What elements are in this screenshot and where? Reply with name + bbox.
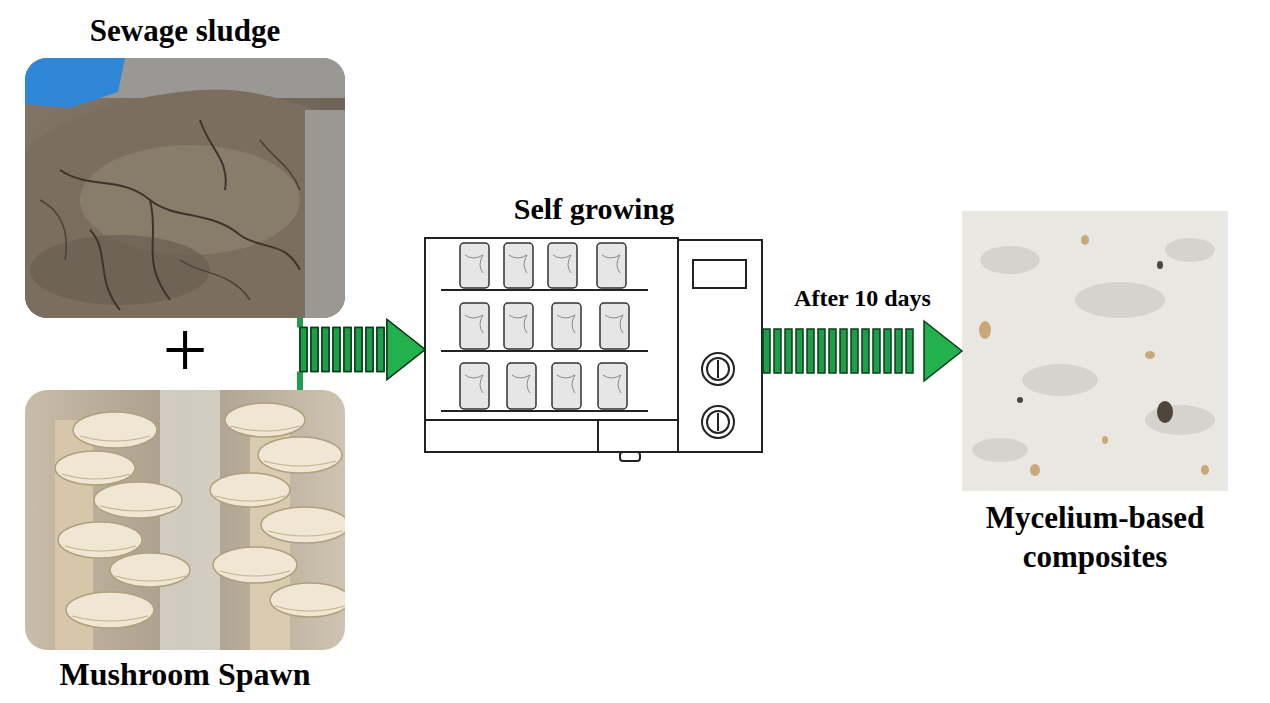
arrow-stripe xyxy=(322,328,329,372)
arrow-stripe xyxy=(355,328,362,372)
arrow-stripe xyxy=(344,328,351,372)
node-heading: Mushroom Spawn xyxy=(59,654,310,694)
composite-texture xyxy=(972,238,1215,462)
arrow-stripe xyxy=(862,329,869,373)
composite-dark-specks xyxy=(1017,261,1173,423)
arrow-head xyxy=(924,321,962,381)
jar-content xyxy=(465,255,623,393)
arrow-stripe xyxy=(774,329,781,373)
incubator-foot xyxy=(620,452,640,461)
node-heading: Self growing xyxy=(514,190,674,228)
incubator-body xyxy=(425,238,678,452)
sludge-shadow xyxy=(30,235,210,305)
incubator-drawer-line xyxy=(597,420,599,452)
composite-specks xyxy=(979,235,1209,476)
incubator-knob xyxy=(702,406,734,438)
culture-jars xyxy=(460,243,629,409)
process-arrow xyxy=(300,318,425,380)
incubator-shelf xyxy=(441,410,648,412)
arrow-stripe xyxy=(311,328,318,372)
arrow-stripe xyxy=(300,328,307,372)
arrow-stripe xyxy=(884,329,891,373)
incubator-panel xyxy=(678,240,762,452)
process-arrow xyxy=(300,320,425,391)
sludge-photo xyxy=(25,58,345,318)
plus-sign: + xyxy=(162,310,207,390)
arrow-stripe xyxy=(895,329,902,373)
arrow-stripe xyxy=(785,329,792,373)
arrow-stripe xyxy=(377,328,384,372)
blue-tarp xyxy=(25,58,125,108)
incubator-knob xyxy=(707,411,729,433)
arrow-stripe xyxy=(796,329,803,373)
arrow-tail xyxy=(297,318,303,328)
sludge-photo-box: Sewage sludge xyxy=(25,58,345,318)
node-heading: Sewage sludge xyxy=(90,12,280,51)
incubator-shelf xyxy=(441,289,648,291)
sludge-ground xyxy=(25,58,345,318)
sludge-cracks xyxy=(40,140,300,300)
incubator-knob xyxy=(707,358,729,380)
arrow-stripe xyxy=(366,328,373,372)
incubator-base-line xyxy=(425,419,678,421)
incubator-display xyxy=(693,260,746,288)
mushroom-gills xyxy=(62,426,345,621)
arrow-stripe xyxy=(344,328,351,372)
arrow-stripe xyxy=(322,328,329,372)
arrow-stripe xyxy=(906,329,913,373)
arrow-stripe xyxy=(873,329,880,373)
arrow-stripe xyxy=(818,329,825,373)
gravel-strip xyxy=(305,110,345,318)
composite-ground xyxy=(962,211,1228,491)
incubator-shelf xyxy=(441,350,648,352)
knob-mark xyxy=(717,413,719,431)
mushroom-light xyxy=(160,390,220,650)
spawn-photo-box: Mushroom Spawn xyxy=(25,390,345,650)
sludge-cracks xyxy=(60,120,300,310)
arrow-stripe xyxy=(366,328,373,372)
arrow-head xyxy=(387,320,425,380)
mushroom-caps xyxy=(55,403,345,628)
composite-photo xyxy=(962,211,1228,491)
arrow-stripe xyxy=(333,328,340,372)
arrow-stripe xyxy=(377,328,384,372)
incubator-box: Self growing xyxy=(425,237,763,462)
arrow-stripe xyxy=(300,328,307,372)
arrow-stripe xyxy=(763,329,770,373)
arrow-stripe xyxy=(851,329,858,373)
arrow-stripe xyxy=(355,328,362,372)
node-heading: Mycelium-based composites xyxy=(950,499,1240,577)
arrow-stripe xyxy=(311,328,318,372)
mushroom-photo xyxy=(25,390,345,650)
arrow-stripe xyxy=(333,328,340,372)
process-arrow xyxy=(763,321,962,381)
arrow-stripe xyxy=(840,329,847,373)
incubator xyxy=(425,238,762,461)
composite-photo-box: Mycelium-based composites xyxy=(962,211,1228,491)
arrow-stripe xyxy=(829,329,836,373)
incubator-knob xyxy=(702,353,734,385)
arrow-stripe xyxy=(807,329,814,373)
edge-label: After 10 days xyxy=(792,283,933,313)
knob-mark xyxy=(717,360,719,378)
arrow-head xyxy=(387,320,425,380)
arrow-tail xyxy=(297,372,303,391)
sludge-mass xyxy=(25,89,345,318)
